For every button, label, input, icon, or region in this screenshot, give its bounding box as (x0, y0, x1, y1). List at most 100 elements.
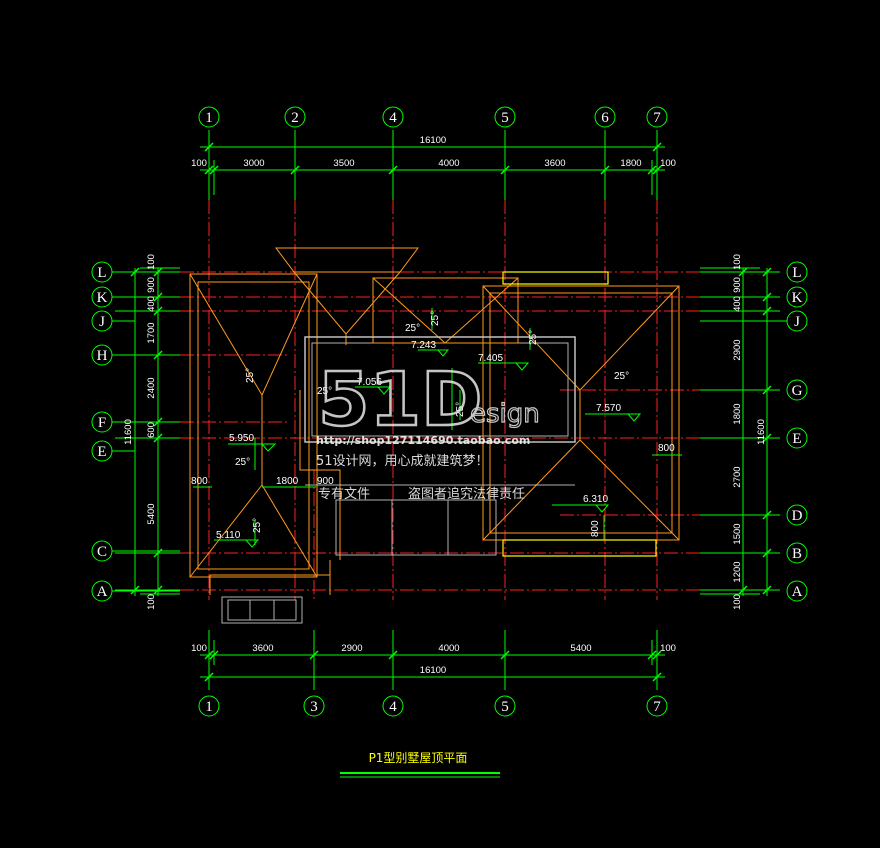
axis-label: J (99, 314, 105, 330)
axis-label: 2 (291, 110, 299, 126)
axis-label: H (97, 348, 108, 364)
axis-label: E (792, 431, 801, 447)
axis-labels-left: L K J H F E C A (97, 265, 108, 600)
drawing-title: P1型别墅屋顶平面 (369, 751, 468, 765)
axis-label: 1 (205, 110, 213, 126)
dimension-value: 5400 (146, 503, 157, 524)
dimension-value: 100 (660, 158, 676, 169)
dimension-value: 1800 (620, 158, 641, 169)
axis-label: B (792, 546, 802, 562)
dimension-value: 900 (732, 277, 743, 293)
dimension-value: 3600 (544, 158, 565, 169)
overall-dimension: 11600 (123, 419, 134, 445)
dimension-value: 800 (658, 443, 675, 454)
dimension-value: 1500 (732, 523, 743, 544)
dimension-value: 5400 (570, 643, 591, 654)
watermark-slogan: 51设计网，用心成就建筑梦！ (316, 453, 489, 469)
dimension-value: 100 (146, 594, 157, 610)
watermark-notice-left: 专有文件 (318, 487, 370, 502)
axis-label: C (97, 544, 107, 560)
dimension-value: 4000 (438, 158, 459, 169)
axis-label: E (97, 444, 106, 460)
overall-dimension: 11600 (756, 419, 767, 445)
axis-label: 3 (310, 699, 318, 715)
watermark: 51D esign http://shop127114690.taobao.co… (304, 336, 576, 502)
dimension-value: 100 (191, 643, 207, 654)
dimension-value: 900 (317, 476, 334, 487)
elevation-label: 7.243 (411, 340, 436, 351)
watermark-url: http://shop127114690.taobao.com (316, 434, 530, 447)
dimension-value: 1200 (732, 561, 743, 582)
axis-label: 4 (389, 110, 397, 126)
dimension-value: 2700 (732, 466, 743, 487)
dimension-value: 900 (146, 277, 157, 293)
slope-label: 25° (235, 457, 250, 468)
inner-dimension-labels: 800 1800 900 800 1500 800 (191, 443, 675, 537)
axis-label: K (792, 290, 803, 306)
axis-label: 5 (501, 110, 509, 126)
dimension-value: 400 (732, 296, 743, 312)
slope-label: 25° (614, 371, 629, 382)
axis-labels-top: 1 2 4 5 6 7 (205, 110, 661, 126)
elevation-label: 6.310 (583, 494, 608, 505)
elevation-label: 7.405 (478, 353, 503, 364)
overall-dimension: 16100 (420, 135, 446, 146)
dimension-value: 600 (146, 422, 157, 438)
elevation-label: 5.110 (216, 530, 241, 541)
dim-text-top: 16100 100 3000 3500 4000 3600 1800 100 (191, 135, 676, 169)
dimension-value: 1700 (146, 322, 157, 343)
dimension-value: 100 (660, 643, 676, 654)
dimension-value: 400 (146, 296, 157, 312)
dim-text-right: 100 900 400 2900 1800 2700 1500 1200 100… (732, 254, 767, 610)
overall-dimension: 16100 (420, 665, 446, 676)
dimension-value: 800 (191, 476, 208, 487)
watermark-logo-tail: esign (470, 399, 540, 429)
elevation-labels: 7.243 7.405 7.056 7.570 5.950 6.310 5.11… (216, 340, 621, 541)
axis-labels-right: L K J G E D B A (792, 265, 803, 600)
elevation-label: 5.950 (229, 433, 254, 444)
elevation-label: 7.570 (596, 403, 621, 414)
slope-label: 25° (455, 402, 466, 417)
axis-bubbles (91, 106, 808, 717)
dimension-value: 2900 (732, 339, 743, 360)
dimension-value: 3500 (333, 158, 354, 169)
dimension-value: 2900 (341, 643, 362, 654)
gutters (502, 271, 657, 557)
axis-label: 1 (205, 699, 213, 715)
dimension-value: 1800 (732, 403, 743, 424)
dimension-value: 3600 (252, 643, 273, 654)
axis-label: 4 (389, 699, 397, 715)
axis-labels-bottom: 1 3 4 5 7 (205, 699, 661, 715)
elevation-markers (214, 349, 642, 548)
dimension-value: 1800 (276, 476, 299, 487)
slope-label: 25° (405, 323, 420, 334)
axis-label: J (794, 314, 800, 330)
axis-label: F (98, 415, 106, 431)
axis-label: 7 (653, 699, 661, 715)
axis-label: G (792, 383, 803, 399)
dimension-value: 100 (732, 594, 743, 610)
axis-label: A (792, 584, 803, 600)
axis-label: L (792, 265, 801, 281)
axis-label: D (792, 508, 803, 524)
slope-label: 25° (430, 311, 441, 326)
drawing-title-block: P1型别墅屋顶平面 (340, 751, 500, 778)
dimension-value: 4000 (438, 643, 459, 654)
dimension-value: 100 (191, 158, 207, 169)
dimension-value: 800 (590, 520, 601, 537)
watermark-logo: 51D (318, 357, 482, 443)
dimension-value: 100 (146, 254, 157, 270)
dim-text-left: 100 900 400 1700 2400 600 5400 100 11600 (123, 254, 157, 610)
slope-label: 25° (252, 518, 263, 533)
axis-label: A (97, 584, 108, 600)
axis-label: 6 (601, 110, 609, 126)
axis-label: K (97, 290, 108, 306)
slope-label: 25° (245, 368, 256, 383)
axis-label: L (97, 265, 106, 281)
dimension-lines (115, 130, 780, 690)
dimension-value: 100 (732, 254, 743, 270)
dimension-value: 3000 (243, 158, 264, 169)
axis-label: 7 (653, 110, 661, 126)
dim-text-bottom: 100 3600 2900 4000 5400 100 16100 (191, 643, 676, 676)
